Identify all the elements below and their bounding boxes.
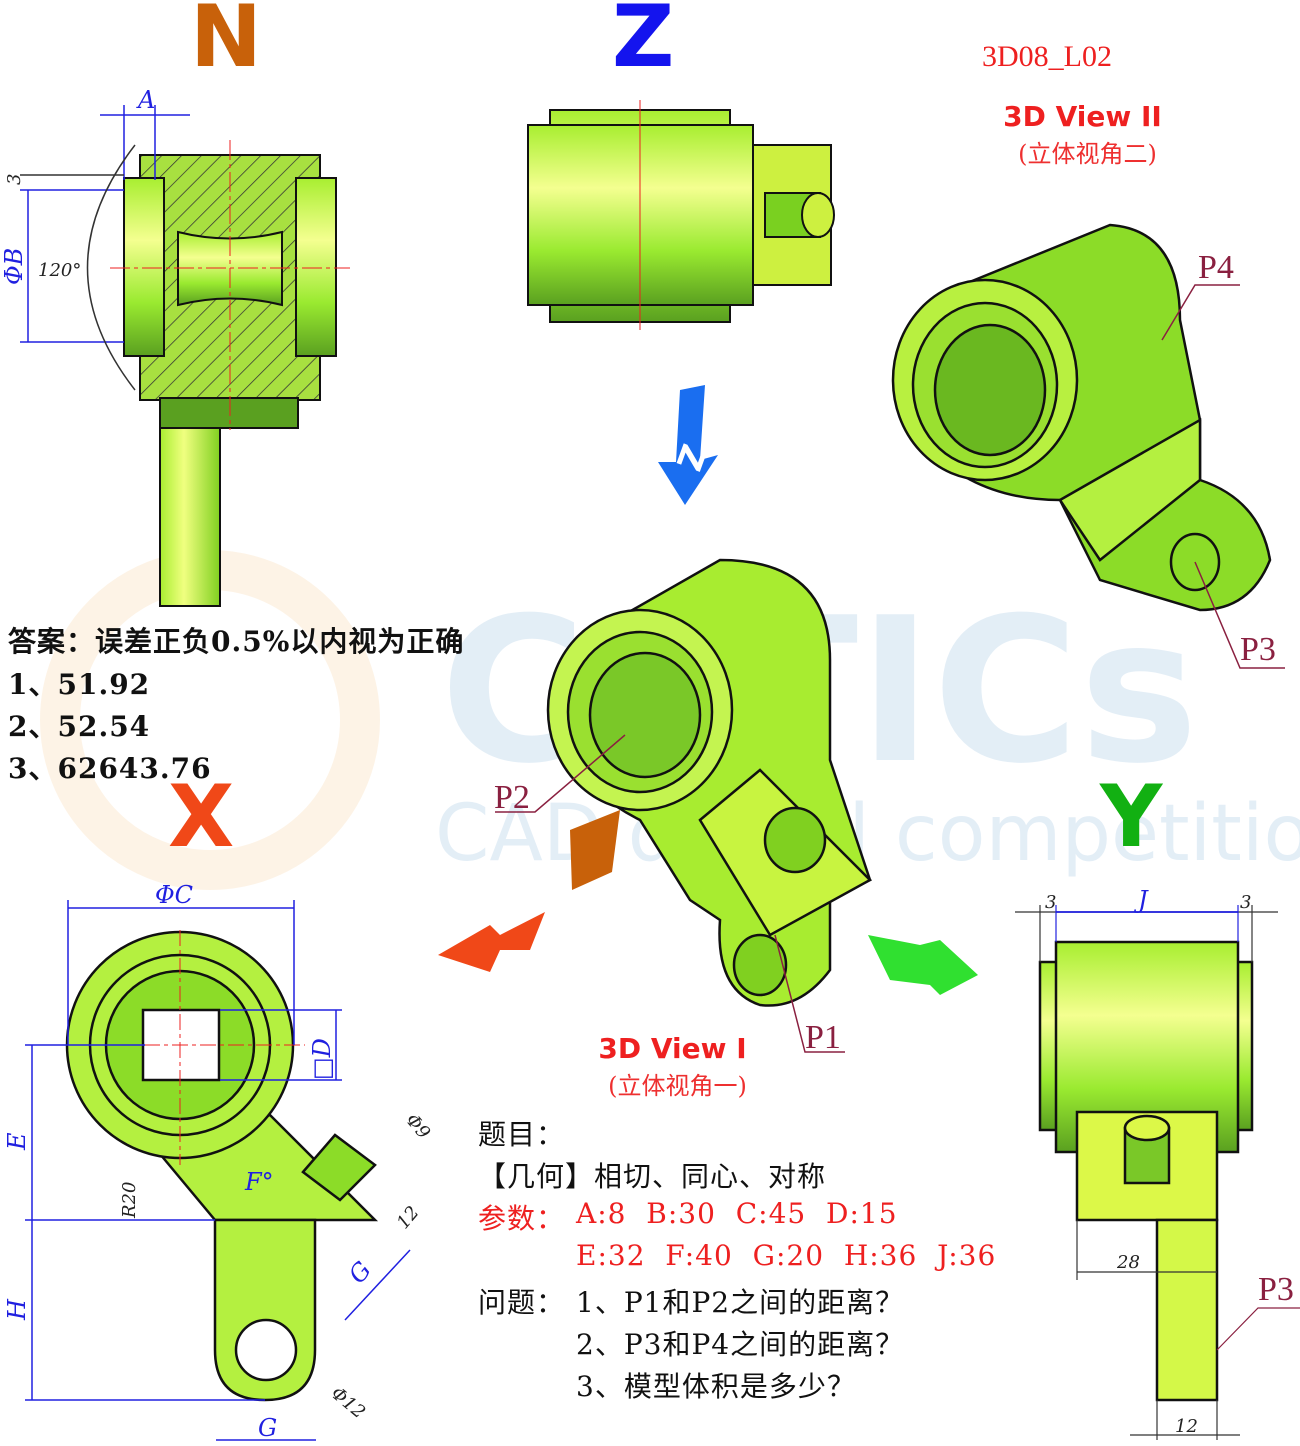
point-label-p3-side: P3: [1258, 1271, 1294, 1308]
answer-2: 2、52.54: [8, 710, 151, 743]
dim-phi12: Φ12: [327, 1383, 369, 1423]
dim-h: H: [3, 1298, 31, 1321]
x-view: [60, 930, 379, 1402]
view-label-n: N: [190, 0, 262, 87]
dim-3-left: 3: [1045, 892, 1056, 913]
view-label-y: Y: [1099, 767, 1164, 867]
leader-lines-view1: [495, 734, 845, 1053]
question-1: 1、P1和P2之间的距离？: [576, 1286, 905, 1319]
front-section-view: [110, 140, 350, 607]
answer-3: 3、62643.76: [8, 752, 212, 785]
params-line-2: E:32 F:40 G:20 H:36 J:36: [576, 1239, 997, 1272]
dim-a: A: [136, 86, 155, 114]
dim-angle: 120°: [38, 260, 81, 281]
problem-geometry: 【几何】相切、同心、对称: [478, 1160, 827, 1193]
dim-sq-d: □D: [308, 1038, 336, 1080]
dim-phi-c: ΦC: [155, 881, 193, 909]
params-line-1: A:8 B:30 C:45 D:15: [576, 1197, 898, 1230]
dim-3-right: 3: [1240, 892, 1251, 913]
dim-r20: R20: [119, 1182, 140, 1219]
dim-3: 3: [4, 174, 25, 185]
dim-12: 12: [393, 1202, 424, 1233]
y-dimensions: [1015, 905, 1300, 1440]
dim-12-side: 12: [1175, 1416, 1198, 1437]
x-dimensions: [25, 900, 411, 1441]
dim-phi9: Φ9: [401, 1110, 434, 1144]
drawing-id: 3D08_L02: [982, 40, 1112, 73]
direction-arrow-x: [438, 912, 545, 972]
dim-g: G: [258, 1414, 277, 1442]
answer-1: 1、51.92: [8, 668, 151, 701]
direction-arrow-y: [868, 935, 978, 995]
problem-label: 题目：: [478, 1118, 566, 1151]
question-2: 2、P3和P4之间的距离？: [576, 1328, 905, 1361]
answer-header: 答案：误差正负0.5%以内视为正确: [8, 625, 465, 658]
dim-e: E: [3, 1132, 31, 1151]
dim-j: J: [1133, 886, 1149, 914]
dim-28: 28: [1116, 1252, 1140, 1273]
questions-label: 问题：: [478, 1286, 566, 1319]
view-label-x: X: [168, 767, 234, 867]
direction-arrow-n: [570, 810, 620, 890]
y-view: [1038, 940, 1254, 1402]
dim-g-slant: G: [343, 1256, 377, 1289]
dim-phi-b: ΦB: [0, 248, 28, 285]
leader-lines-view2: [1161, 284, 1285, 669]
view2-title: 3D View II: [1003, 100, 1162, 133]
direction-arrow-z: Z: [658, 385, 718, 505]
point-label-p4: P4: [1198, 249, 1234, 286]
params-label: 参数：: [478, 1202, 566, 1235]
question-3: 3、模型体积是多少？: [576, 1370, 856, 1403]
view-label-z: Z: [612, 0, 674, 87]
view2-subtitle: (立体视角二): [1018, 140, 1157, 168]
view1-title: 3D View I: [598, 1032, 747, 1065]
point-label-p3: P3: [1240, 631, 1276, 668]
front-dimensions: [20, 105, 190, 391]
z-view: [527, 100, 835, 330]
watermark-tagline: CAD digital competition: [435, 789, 1300, 879]
dim-f: F°: [244, 1168, 274, 1196]
iso-view-2: [891, 223, 1272, 612]
view1-subtitle: (立体视角一): [608, 1072, 747, 1100]
iso-view-1: [546, 558, 873, 1007]
point-label-p2: P2: [494, 779, 530, 816]
point-label-p1: P1: [805, 1019, 841, 1056]
